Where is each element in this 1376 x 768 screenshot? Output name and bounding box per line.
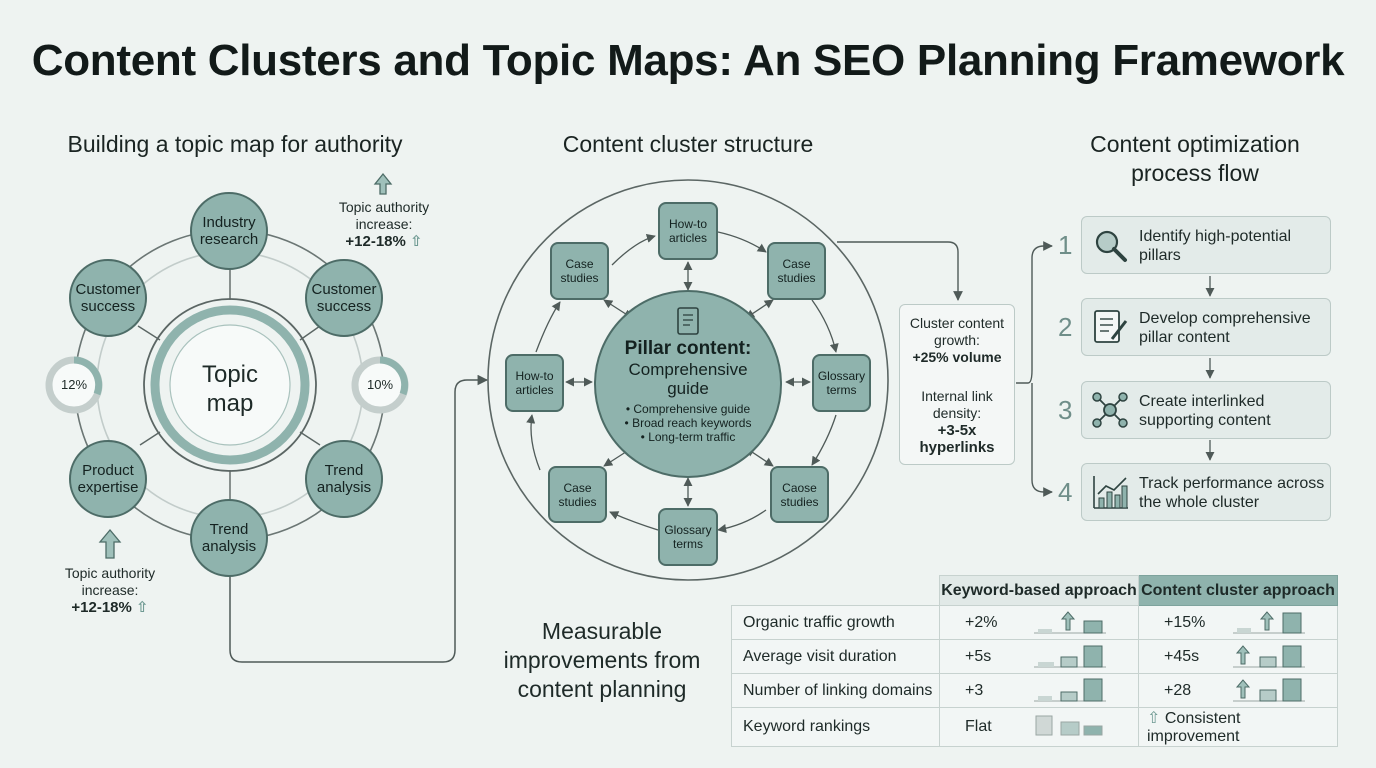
cluster-heading: Content cluster structure — [562, 131, 814, 157]
header-spacer — [732, 576, 940, 606]
comparison-table: Keyword-based approach Content cluster a… — [731, 575, 1338, 747]
authority-note-value: +12-18% ⇧ — [345, 233, 423, 250]
mini-bars-icon — [1035, 715, 1103, 736]
topic-node: Trend analysis — [190, 499, 268, 577]
document-pen-icon — [1094, 310, 1128, 343]
step-number: 4 — [1058, 477, 1073, 507]
cluster-value: ⇧ Consistent improvement — [1138, 707, 1338, 747]
pillar-bullet: • Comprehensive guide — [625, 402, 751, 416]
authority-note-label: Topic authority increase: — [338, 199, 430, 232]
table-header-row: Keyword-based approach Content cluster a… — [732, 575, 1338, 606]
topic-node: Trend analysis — [305, 440, 383, 518]
process-step: Create interlinked supporting content — [1081, 381, 1331, 439]
authority-note-top: Topic authority increase: +12-18% ⇧ — [330, 199, 438, 250]
network-icon — [1092, 392, 1128, 428]
keyword-value: +3 — [939, 673, 1139, 708]
authority-note-label: Topic authority increase: — [64, 565, 156, 598]
keyword-value: +2% — [939, 605, 1139, 640]
left-percent: 12% — [60, 377, 88, 392]
improvements-heading: Measurable improvements from content pla… — [503, 618, 701, 702]
pillar-content-node: Pillar content: Comprehensive guide • Co… — [594, 290, 782, 478]
up-arrow-icon: ⇧ — [410, 233, 423, 250]
metric-value: +3-5x hyperlinks — [919, 422, 995, 456]
up-arrow-icon: ⇧ — [1147, 710, 1161, 727]
pillar-bullet: • Long-term traffic — [640, 430, 736, 444]
magnifier-icon — [1095, 230, 1127, 262]
satellite-node: Glossary terms — [812, 354, 871, 412]
mini-bars-icon — [1233, 678, 1305, 702]
pillar-bullet: • Broad reach keywords — [624, 416, 752, 430]
pillar-subtitle: Comprehensive guide — [628, 360, 748, 398]
metric-label: Cluster content growth: — [909, 315, 1005, 348]
process-step: Identify high-potential pillars — [1081, 216, 1331, 274]
keyword-value: Flat — [939, 707, 1139, 747]
satellite-node: How-to articles — [658, 202, 718, 260]
mini-bars-icon — [1233, 645, 1305, 668]
row-label: Number of linking domains — [731, 673, 940, 708]
table-row: Keyword rankings Flat ⇧ Consistent impro… — [731, 707, 1338, 747]
pillar-title: Pillar content: — [624, 338, 752, 359]
topic-node: Customer success — [69, 259, 147, 337]
mini-bars-icon — [1233, 611, 1305, 634]
satellite-node: How-to articles — [505, 354, 564, 412]
mini-bars-icon — [1034, 678, 1106, 702]
row-label: Organic traffic growth — [731, 605, 940, 640]
topic-node: Product expertise — [69, 440, 147, 518]
topic-node: Customer success — [305, 259, 383, 337]
step-number: 2 — [1058, 312, 1073, 342]
bar-chart-icon — [1093, 476, 1128, 509]
step-number: 3 — [1058, 395, 1073, 425]
metric-value: +25% volume — [912, 349, 1002, 365]
mini-bars-icon — [1034, 645, 1106, 668]
step-number: 1 — [1058, 230, 1073, 260]
step-text: Create interlinked supporting content — [1139, 393, 1271, 429]
metric-label: Internal link density: — [921, 388, 993, 421]
mini-bars-icon — [1034, 611, 1106, 634]
col-header-keyword: Keyword-based approach — [939, 575, 1139, 606]
authority-note-value: +12-18% ⇧ — [71, 599, 149, 616]
process-step: Develop comprehensive pillar content — [1081, 298, 1331, 356]
satellite-node: Case studies — [550, 242, 609, 300]
satellite-node: Case studies — [548, 466, 607, 523]
page-title: Content Clusters and Topic Maps: An SEO … — [31, 36, 1345, 85]
authority-note-bottom: Topic authority increase: +12-18% ⇧ — [55, 565, 165, 616]
cluster-value: +15% — [1138, 605, 1338, 640]
step-text: Develop comprehensive pillar content — [1139, 310, 1311, 346]
document-icon — [677, 307, 699, 335]
satellite-node: Caose studies — [770, 466, 829, 523]
step-text: Track performance across the whole clust… — [1139, 475, 1325, 511]
step-text: Identify high-potential pillars — [1139, 228, 1292, 264]
table-row: Average visit duration +5s +45s — [731, 639, 1338, 674]
row-label: Keyword rankings — [731, 707, 940, 747]
satellite-node: Glossary terms — [658, 508, 718, 566]
cluster-metrics-box: Cluster content growth: +25% volume Inte… — [899, 304, 1015, 465]
cluster-value: +45s — [1138, 639, 1338, 674]
table-row: Organic traffic growth +2% +15% — [731, 605, 1338, 640]
col-header-cluster: Content cluster approach — [1138, 575, 1338, 606]
row-label: Average visit duration — [731, 639, 940, 674]
right-percent: 10% — [366, 377, 394, 392]
topic-node: Industry research — [190, 192, 268, 270]
topic-map-center: Topic map — [201, 361, 259, 417]
process-step: Track performance across the whole clust… — [1081, 463, 1331, 521]
table-row: Number of linking domains +3 +28 — [731, 673, 1338, 708]
satellite-node: Case studies — [767, 242, 826, 300]
keyword-value: +5s — [939, 639, 1139, 674]
cluster-value: +28 — [1138, 673, 1338, 708]
process-heading: Content optimization process flow — [1090, 131, 1300, 186]
topic-map-heading: Building a topic map for authority — [67, 131, 403, 157]
up-arrow-icon: ⇧ — [136, 599, 149, 616]
